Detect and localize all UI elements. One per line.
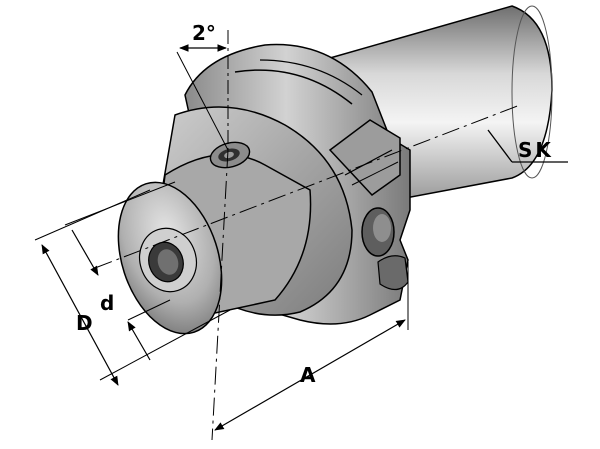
nose <box>117 153 312 335</box>
inner-diameter-label: d <box>100 291 114 315</box>
outer-diameter-label: D <box>76 311 93 335</box>
taper-callout: SK <box>487 129 568 163</box>
taper-label: SK <box>518 138 554 162</box>
diameter-dimensions <box>34 181 231 386</box>
angle-label: 2° <box>192 21 216 45</box>
clamping-screw <box>209 141 251 169</box>
angle-dimension: 2° <box>176 21 229 151</box>
length-dimension <box>214 262 409 431</box>
length-label: A <box>300 363 316 387</box>
